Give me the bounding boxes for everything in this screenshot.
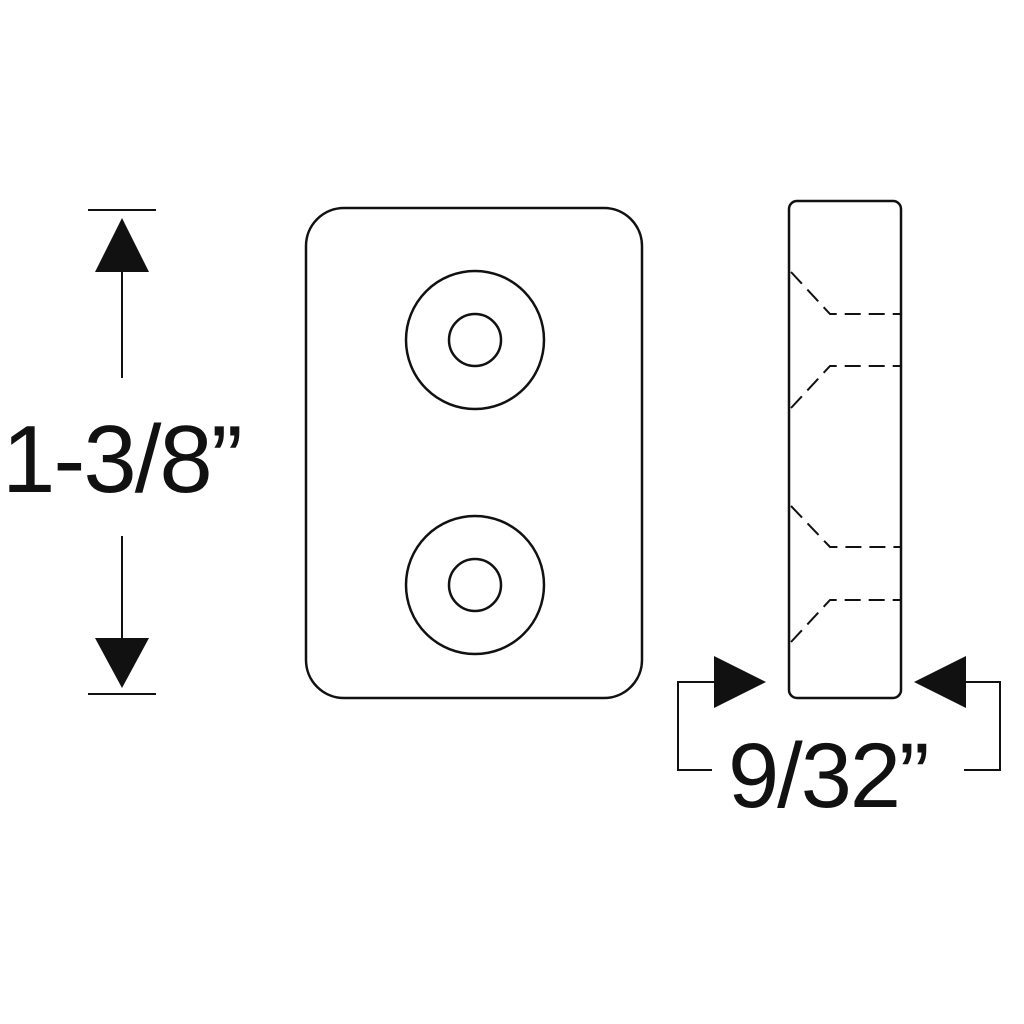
upper-boss-outer: [404, 269, 546, 411]
thickness-dimension-label: 9/32”: [728, 725, 930, 827]
side-view: [787, 199, 903, 700]
hidden-lines-lower: [790, 505, 901, 643]
thickness-right-arrow-icon: [914, 656, 966, 708]
height-dimension-label: 1-3/8”: [2, 406, 243, 513]
height-down-arrow-icon: [95, 638, 149, 688]
pad-outline: [304, 206, 644, 700]
thickness-left-arrow-icon: [714, 656, 766, 708]
front-view: [304, 206, 644, 700]
upper-hole: [447, 312, 503, 368]
thickness-left-bracket: [677, 681, 714, 771]
height-dimension: [88, 209, 156, 695]
thickness-right-bracket: [964, 681, 1001, 771]
lower-hole: [447, 557, 503, 613]
height-up-arrow-icon: [95, 218, 149, 272]
hidden-lines-upper: [790, 271, 901, 409]
side-outline: [787, 199, 903, 700]
lower-boss-outer: [404, 514, 546, 656]
thickness-dimension: [677, 656, 1001, 771]
